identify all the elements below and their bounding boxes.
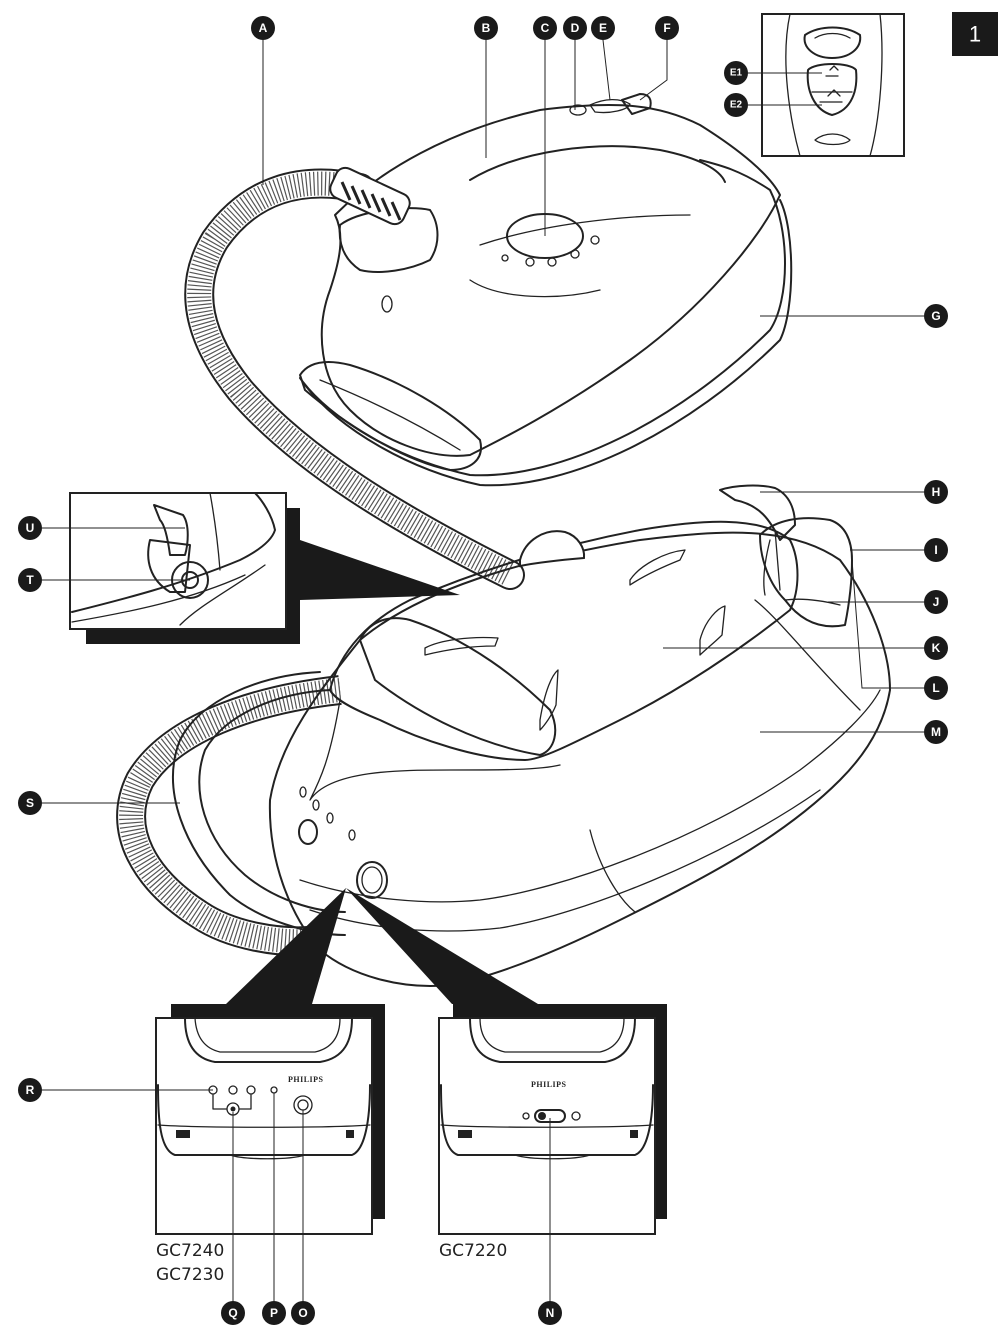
label-b: B [474,16,498,40]
iron [299,93,793,487]
label-h: H [924,480,948,504]
svg-text:D: D [571,21,580,35]
svg-text:R: R [26,1083,35,1097]
label-g: G [924,304,948,328]
svg-text:Q: Q [228,1306,237,1320]
label-l: L [924,676,948,700]
svg-text:E2: E2 [730,100,743,111]
svg-text:U: U [26,521,35,535]
callout-wedges [226,540,538,1004]
svg-text:A: A [259,21,268,35]
label-m: M [924,720,948,744]
button-f [621,93,652,115]
brand-logo-left: PHILIPS [288,1075,324,1084]
label-s: S [18,791,42,815]
svg-text:E1: E1 [730,68,743,79]
svg-text:C: C [541,21,550,35]
svg-text:P: P [270,1306,278,1320]
svg-text:L: L [932,681,939,695]
inset-steam-triggers [761,13,905,157]
base-station [268,484,891,987]
label-n: N [538,1301,562,1325]
svg-text:K: K [932,641,941,655]
svg-text:B: B [482,21,491,35]
label-e1: E1 [724,61,748,85]
page-number-tab: 1 [952,12,998,56]
supply-hose [116,168,525,957]
label-p: P [262,1301,286,1325]
label-f: F [655,16,679,40]
label-c: C [533,16,557,40]
model-label-gc7230: GC7230 [156,1265,224,1285]
base-handle [719,484,796,541]
brand-logo-right: PHILIPS [531,1080,567,1089]
label-t: T [18,568,42,592]
control-panel-detail-left: PHILIPS GC7240 GC7230 [155,1004,385,1285]
control-panel-detail-right: PHILIPS GC7220 [438,1004,667,1261]
button-e [589,98,631,114]
label-u: U [18,516,42,540]
svg-text:F: F [663,21,670,35]
water-tank [759,517,853,628]
label-e: E [591,16,615,40]
page-number: 1 [969,22,981,47]
leader-lines [42,39,924,1310]
hose-ring [172,671,346,936]
svg-text:N: N [546,1306,555,1320]
label-r: R [18,1078,42,1102]
svg-text:I: I [934,543,937,557]
svg-text:E: E [599,21,607,35]
svg-text:T: T [26,573,34,587]
model-label-gc7220: GC7220 [439,1241,507,1261]
svg-text:H: H [932,485,941,499]
label-o: O [291,1301,315,1325]
model-label-gc7240: GC7240 [156,1241,224,1261]
label-d: D [563,16,587,40]
label-badges: A B C D E F E1 E2 G H I J K L M U T S R … [18,16,948,1325]
inset-cap-detail [69,492,300,644]
button-d [569,104,587,116]
hose-sleeve [329,166,411,226]
label-j: J [924,590,948,614]
label-i: I [924,538,948,562]
svg-text:J: J [933,595,940,609]
svg-text:O: O [298,1306,307,1320]
svg-text:S: S [26,796,34,810]
svg-text:M: M [931,725,941,739]
label-q: Q [221,1301,245,1325]
label-e2: E2 [724,93,748,117]
label-a: A [251,16,275,40]
label-k: K [924,636,948,660]
svg-text:G: G [931,309,940,323]
